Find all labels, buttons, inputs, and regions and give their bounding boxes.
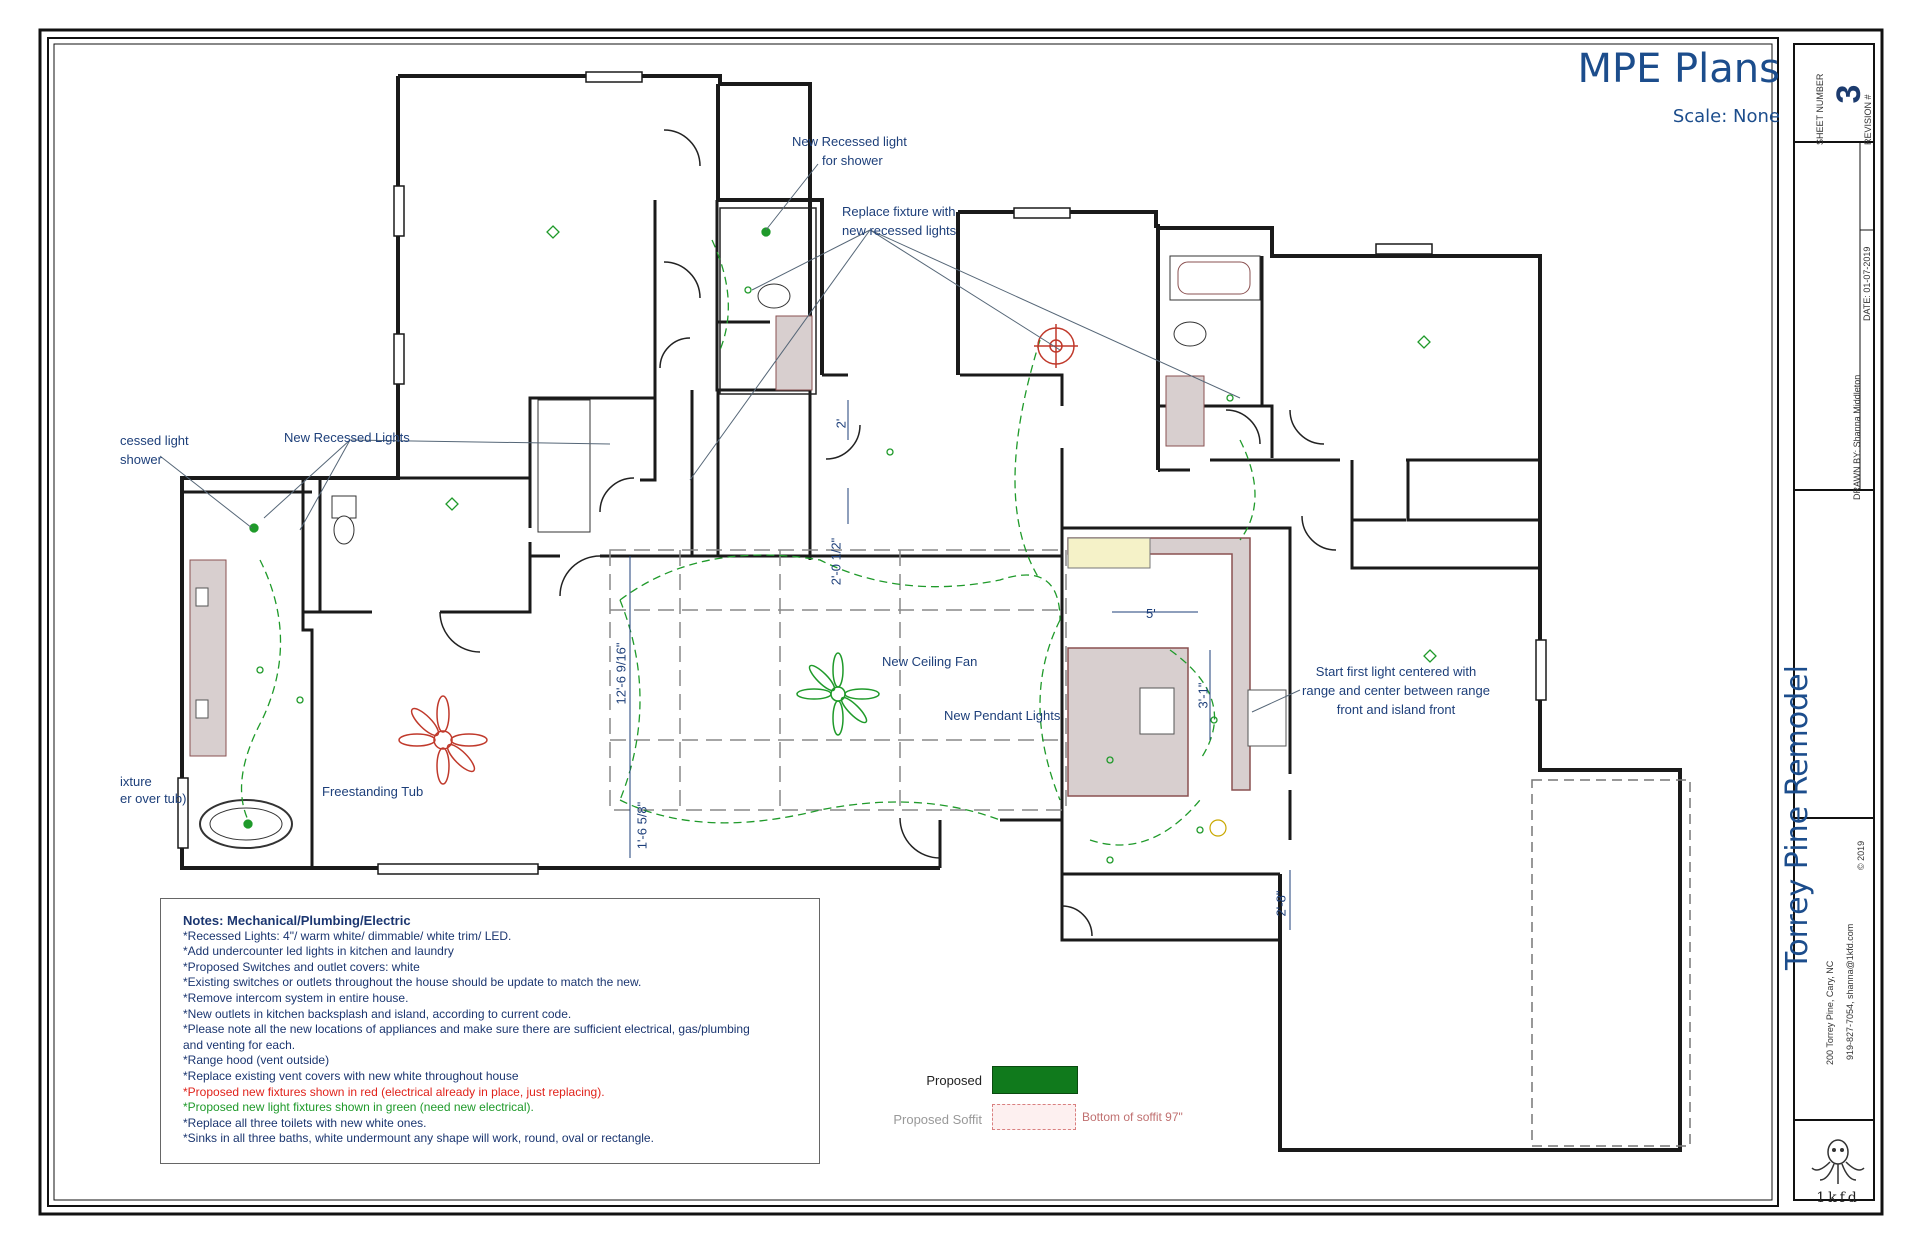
dimension-2ft8: 2'-8" — [1273, 890, 1289, 917]
chandelier-red — [1034, 324, 1078, 368]
annotation-freestanding-tub: Freestanding Tub — [322, 784, 424, 799]
annotation-fixture-left-1: ixture — [120, 774, 152, 789]
sheet-scale: Scale: None — [1672, 106, 1780, 127]
sheet-title: MPE Plans — [1577, 46, 1780, 92]
pendant-light — [1209, 819, 1227, 837]
annotation-start-first-light-3: front and island front — [1336, 702, 1456, 717]
dimension-5ft: 5' — [1146, 606, 1156, 621]
annotation-recessed-shower-left-1: cessed light — [120, 433, 189, 448]
note-item: *Remove intercom system in entire house. — [183, 990, 409, 1005]
project-name: Torrey Pine Remodel — [1780, 665, 1815, 970]
annotation-recessed-shower-top-2: for shower — [822, 153, 883, 168]
annotation-start-first-light-2: range and center between range — [1302, 683, 1490, 698]
dimension-1ft: 1'-6 5/8" — [634, 801, 650, 850]
logo-text: 1kfd — [1816, 1190, 1860, 1206]
drawn-by: DRAWN BY: Shanna Middleton — [1852, 374, 1862, 500]
dimension-3ft: 3'-1" — [1195, 682, 1211, 709]
dimension-lines — [629, 400, 1291, 930]
dimension-2ft: 2' — [833, 418, 849, 429]
address-line-1: 200 Torrey Pine, Cary, NC — [1825, 960, 1835, 1065]
annotation-fixture-left-2: er over tub) — [120, 791, 187, 806]
notes-heading: Notes: Mechanical/Plumbing/Electric — [183, 913, 411, 928]
note-item: *Recessed Lights: 4"/ warm white/ dimmab… — [183, 928, 512, 943]
ceiling-fan-red — [398, 695, 488, 785]
note-item: *Replace existing vent covers with new w… — [183, 1068, 519, 1083]
annotation-new-ceiling-fan: New Ceiling Fan — [882, 654, 978, 669]
note-item: *New outlets in kitchen backsplash and i… — [183, 1006, 572, 1021]
electrical-wiring — [240, 239, 1256, 846]
sheet-number-label: SHEET NUMBER — [1815, 73, 1825, 145]
interior-walls — [182, 200, 1540, 1150]
garage-door — [1531, 779, 1691, 1147]
note-item-red: *Proposed new fixtures shown in red (ele… — [183, 1084, 605, 1099]
title-block-frame — [1793, 43, 1875, 1201]
recessed-lights — [243, 225, 1437, 864]
legend-proposed-swatch — [992, 1066, 1078, 1094]
note-item: *Please note all the new locations of ap… — [183, 1022, 750, 1037]
sheet-date: DATE: 01-07-2019 — [1862, 246, 1872, 321]
bath-fixtures — [189, 207, 1261, 849]
windows — [177, 71, 1547, 875]
note-item: and venting for each. — [183, 1037, 296, 1052]
revision-label: REVISION # — [1863, 94, 1873, 145]
dimension-12ft: 12'-6 9/16" — [613, 642, 629, 705]
legend-proposed-label: Proposed — [926, 1073, 982, 1088]
leader-lines — [159, 163, 1301, 713]
annotation-replace-fixture-1: Replace fixture with — [842, 204, 956, 219]
copyright: © 2019 — [1856, 840, 1866, 870]
inner-border — [47, 37, 1779, 1207]
legend-bottom-of-soffit: Bottom of soffit 97" — [1082, 1110, 1183, 1124]
annotation-start-first-light-1: Start first light centered with — [1315, 664, 1477, 679]
inner-border-2 — [53, 43, 1773, 1201]
note-item-green: *Proposed new light fixtures shown in gr… — [183, 1100, 534, 1115]
note-item: *Sinks in all three baths, white undermo… — [183, 1131, 654, 1146]
soffit-dashed — [609, 549, 1067, 811]
note-item: *Proposed Switches and outlet covers: wh… — [183, 959, 420, 974]
logo-octopus — [1811, 1139, 1865, 1184]
note-item: *Existing switches or outlets throughout… — [183, 975, 642, 990]
dimension-2ft-half: 2'-0 1/2" — [828, 537, 844, 586]
annotation-recessed-shower-left-2: shower — [120, 452, 162, 467]
annotation-new-recessed-lights: New Recessed Lights — [284, 430, 410, 445]
outer-border — [38, 28, 1884, 1216]
ceiling-fan-green — [796, 652, 880, 736]
annotation-replace-fixture-2: new recessed lights — [842, 223, 957, 238]
notes-box: Notes: Mechanical/Plumbing/Electric *Rec… — [160, 898, 820, 1164]
annotation-new-pendant-lights: New Pendant Lights — [944, 708, 1061, 723]
legend-soffit-label: Proposed Soffit — [893, 1112, 982, 1127]
kitchen-counters — [1067, 537, 1287, 797]
note-item: *Range hood (vent outside) — [183, 1053, 330, 1068]
address-line-2: 919-827-7054, shanna@1kfd.com — [1845, 923, 1855, 1060]
note-item: *Add undercounter led lights in kitchen … — [183, 944, 454, 959]
annotation-recessed-shower-top-1: New Recessed light — [792, 134, 907, 149]
note-item: *Replace all three toilets with new whit… — [183, 1115, 427, 1130]
legend-soffit-swatch — [992, 1104, 1076, 1130]
door-swings — [439, 129, 1337, 937]
